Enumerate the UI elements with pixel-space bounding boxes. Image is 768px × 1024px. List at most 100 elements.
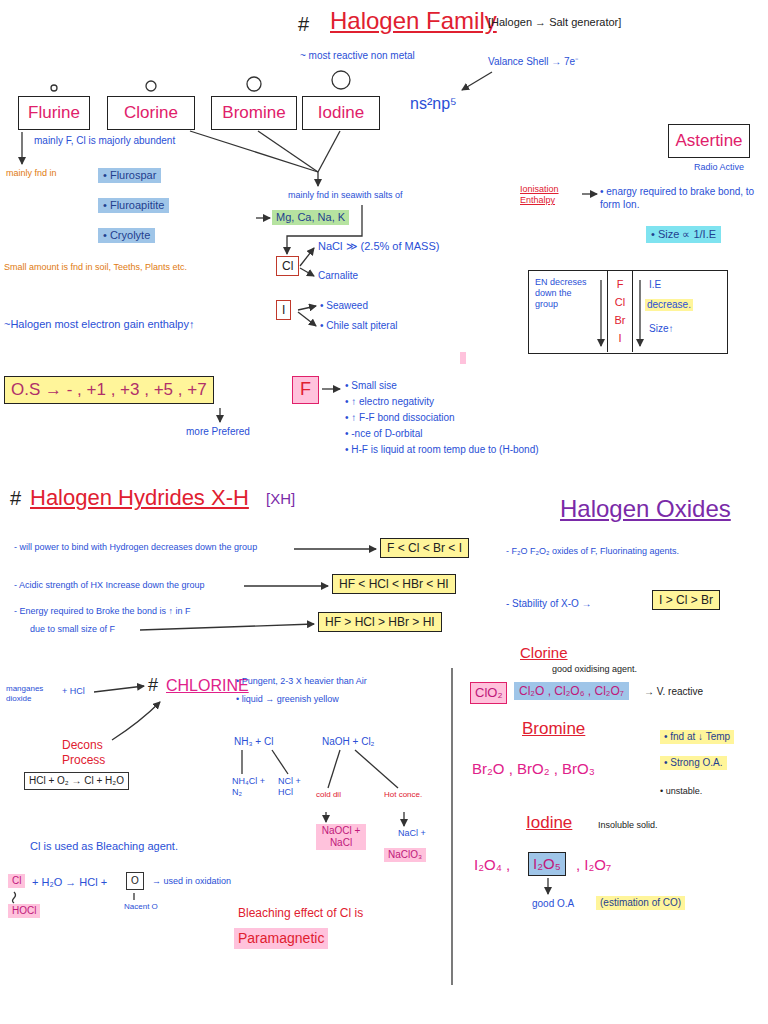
note-text: NH₄Cl + N₂ xyxy=(232,776,272,799)
note-text: Small amount is fnd in soil, Teeths, Pla… xyxy=(4,262,224,273)
note-text: Hot conce. xyxy=(384,790,424,800)
trend-arrow xyxy=(639,280,640,346)
node-text: F Cl Br I xyxy=(613,275,627,347)
reaction-branch xyxy=(355,750,398,788)
pointer-arrow xyxy=(21,132,22,164)
reaction-branch xyxy=(241,750,242,774)
note-text: - Acidic strength of HX Increase down th… xyxy=(14,580,205,591)
node-text: Bromine xyxy=(222,103,285,123)
pointer-arrow xyxy=(582,193,597,194)
node-box: Mg, Ca, Na, K xyxy=(272,210,349,225)
note-text: • Chile salt piteral xyxy=(320,320,397,333)
note-text: [Halogen → Salt generator] xyxy=(488,16,621,30)
node-text: EN decreses down the group xyxy=(535,277,597,309)
node-box: I₂O₅ xyxy=(528,852,566,876)
note-text: mainly fnd in xyxy=(6,168,57,179)
size-circle xyxy=(146,81,156,91)
note-text: Bleaching effect of Cl is xyxy=(238,906,363,921)
node-text: (estimation of CO) xyxy=(600,897,681,909)
note-text: Ionisation Enthalpy xyxy=(520,184,580,207)
node-box: Paramagnetic xyxy=(234,928,328,949)
node-box: HF > HCl > HBr > HI xyxy=(318,612,442,632)
reaction-branch xyxy=(272,750,288,774)
node-box: • Cryolyte xyxy=(98,228,155,243)
note-text: ~Halogen most electron gain enthalpy↑ xyxy=(4,318,194,332)
reaction-branch xyxy=(328,750,340,788)
note-text: • Small sise xyxy=(345,380,397,393)
node-text: NaOCl + NaCl xyxy=(320,825,362,849)
node-text: • Fluroapitite xyxy=(103,199,164,212)
note-text: Carnalite xyxy=(318,270,358,283)
note-text: + H₂O → HCl + xyxy=(32,876,107,890)
note-text: → used in oxidation xyxy=(152,876,231,887)
note-text: Nacent O xyxy=(124,902,158,912)
node-text: • Strong O.A. xyxy=(664,757,723,769)
node-text: HF > HCl > HBr > HI xyxy=(325,615,435,629)
pointer-arrow xyxy=(256,217,270,218)
branch-arrow xyxy=(300,248,314,266)
pointer-arrow xyxy=(219,408,220,422)
note-text: Valance Shell → 7e⁻ xyxy=(488,56,578,69)
pointer-arrow xyxy=(547,878,548,894)
note-text: Cl is used as Bleaching agent. xyxy=(30,840,178,854)
node-text: Cl xyxy=(12,875,21,887)
note-text: • Seaweed xyxy=(320,300,368,313)
note-text: [XH] xyxy=(266,490,295,509)
node-text: Size↑ xyxy=(649,323,673,335)
note-text: + HCl xyxy=(62,686,85,697)
note-text: , I₂O₇ xyxy=(576,856,611,875)
pointer-arrow xyxy=(317,172,318,186)
squiggle xyxy=(13,892,16,903)
node-text: I.E xyxy=(649,279,661,291)
node-box: HOCl xyxy=(8,904,40,918)
pointer-arrow xyxy=(325,812,326,822)
node-text: HCl + O₂ → Cl + H₂O xyxy=(29,775,124,787)
node-text: Iodine xyxy=(318,103,364,123)
note-text: Iodine xyxy=(526,812,572,833)
node-box: • Strong O.A. xyxy=(660,756,727,770)
node-box: • Flurospar xyxy=(98,168,161,183)
node-text: O.S → - , +1 , +3 , +5 , +7 xyxy=(11,380,207,400)
node-box: Flurine xyxy=(18,96,90,130)
node-box: • fnd at ↓ Temp xyxy=(660,730,734,744)
pointer-arrow xyxy=(140,624,314,630)
pointer-arrow xyxy=(294,548,376,549)
node-box: I > Cl > Br xyxy=(652,590,720,610)
node-text: • Cryolyte xyxy=(103,229,150,242)
note-text: Decons Process xyxy=(62,738,132,768)
pointer-arrow xyxy=(403,812,404,826)
merge-line xyxy=(318,131,340,172)
note-text: Radio Active xyxy=(694,162,744,173)
node-box: Bromine xyxy=(211,96,297,130)
note-text: Insoluble solid. xyxy=(598,820,658,831)
note-text: NaOH + Cl₂ xyxy=(322,736,375,749)
note-text: - will power to bind with Hydrogen decre… xyxy=(14,542,257,553)
node-text: F xyxy=(300,379,311,401)
node-box: O xyxy=(126,872,144,890)
note-text: Halogen Hydrides X-H xyxy=(30,484,249,512)
node-box: F Cl Br I xyxy=(607,271,633,352)
node-box: O.S → - , +1 , +3 , +5 , +7 xyxy=(4,376,214,404)
node-box: NaClO₃ xyxy=(384,848,426,862)
node-box: NaOCl + NaCl xyxy=(316,824,366,850)
note-text: I₂O₄ , xyxy=(474,856,510,875)
note-text: Br₂O , BrO₂ , BrO₃ xyxy=(472,760,595,779)
branch-arrow xyxy=(300,268,314,276)
page-title: Halogen Family xyxy=(330,6,497,36)
merge-line xyxy=(190,131,318,172)
pointer-arrow xyxy=(462,72,492,90)
note-text: NH₃ + Cl xyxy=(234,736,273,749)
node-box: Cl₂O , Cl₂O₆ , Cl₂O₇ xyxy=(514,682,629,700)
node-text: Astertine xyxy=(675,131,742,151)
note-text: • enargy required to brake bond, to form… xyxy=(600,186,760,211)
node-text: Mg, Ca, Na, K xyxy=(276,211,345,224)
note-text: • ↑ electro negativity xyxy=(345,396,434,409)
node-box: EN decreses down the groupI.Edecrease.Si… xyxy=(528,270,728,354)
note-text: good O.A xyxy=(532,898,574,911)
node-text: Paramagnetic xyxy=(238,930,324,947)
node-text: HOCl xyxy=(12,905,36,917)
note-text: NCl + HCl xyxy=(278,776,310,799)
note-text: NaCl ≫ (2.5% of MASS) xyxy=(318,240,439,254)
node-box: Astertine xyxy=(668,124,750,158)
node-box: I xyxy=(276,300,291,320)
